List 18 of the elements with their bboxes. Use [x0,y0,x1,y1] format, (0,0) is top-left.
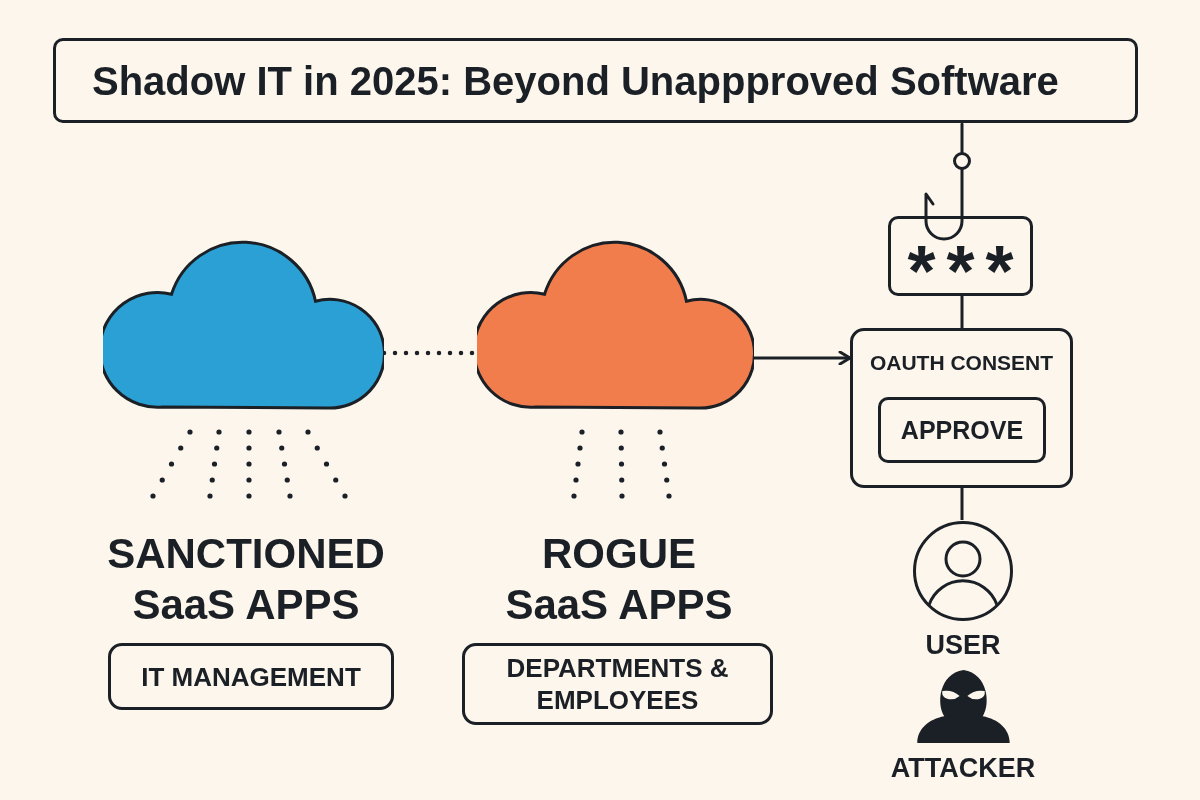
connector [960,488,964,520]
user-caption: USER [925,629,1001,661]
title: Shadow IT in 2025: Beyond Unappproved Software [92,60,1059,101]
tag-box [108,643,394,710]
password-box [888,216,1033,296]
tag-label: DEPARTMENTS & EMPLOYEES [505,652,730,716]
tag-label: IT MANAGEMENT [141,660,361,693]
consent-dialog [850,328,1073,488]
connector [960,296,964,328]
approve-button: APPROVE [878,397,1046,463]
user-icon [912,520,1014,622]
arrow [754,350,852,366]
category-heading: SANCTIONED SaaS APPS [106,529,386,630]
category-heading: ROGUE SaaS APPS [504,529,734,630]
tag-box [462,643,773,725]
role-label: ATTACKER [890,752,1036,784]
masked-password: *** [906,240,1025,276]
dialog-title: OAUTH CONSENT [869,352,1054,373]
